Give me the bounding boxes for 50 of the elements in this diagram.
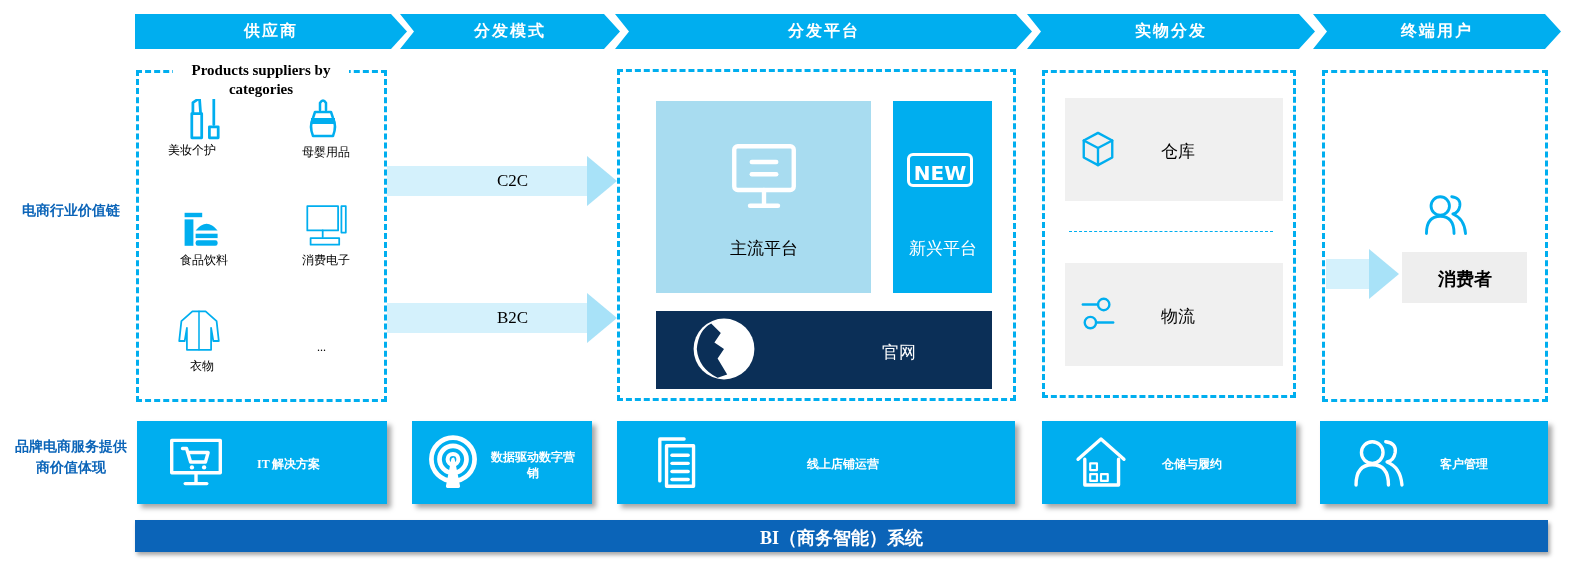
service-label: 仓储与履约 [1162,456,1223,472]
category-label: 食品饮料 [180,252,228,269]
dashed-frame [1322,70,1548,402]
row-heading: 品牌电商服务提供商价值体现 [14,438,128,477]
column-heading: 分发模式 [473,21,547,41]
system-bar [135,520,1548,552]
service-card [412,421,592,504]
service-card [617,421,1015,504]
arrow [387,293,617,343]
ellipsis: ... [317,340,326,355]
panel-label: 物流 [1161,306,1195,328]
column-heading: 终端用户 [1400,21,1474,41]
dashed-frame [617,69,1016,401]
row-heading: 电商行业价值链 [21,202,121,220]
platform-panel [893,101,992,293]
column-heading: 供应商 [242,21,299,41]
arrow [387,156,617,206]
chevron-banner [1027,14,1315,49]
user-label: 消费者 [1436,268,1493,291]
chevron-banner [615,14,1032,49]
category-label: 母婴用品 [302,144,350,161]
platform-name: 新兴平台 [907,238,978,260]
column-heading: 分发平台 [786,21,861,41]
service-label: 客户管理 [1440,456,1489,472]
panel-label: 仓库 [1161,141,1195,163]
edge-label: C2C [497,171,529,191]
service-label: 线上店铺运营 [807,456,880,472]
chevron-banner [1313,14,1561,49]
service-label: IT 解决方案 [257,456,322,472]
platform-name: 官网 [881,342,917,364]
category-label: 衣物 [190,358,214,375]
category-label: 美妆个护 [168,142,216,159]
service-label: 数据驱动数字营销 [490,449,576,481]
service-panel [1065,263,1283,366]
platform-panel [656,101,871,293]
service-card [1042,421,1296,504]
chevron-banner [400,14,620,49]
service-card [1320,421,1548,504]
platform-name: 主流平台 [728,238,799,260]
service-panel [1065,98,1283,201]
dashed-frame [1042,70,1296,398]
column-heading: 实物分发 [1134,21,1208,41]
service-card [137,421,387,504]
arrow [1326,249,1399,299]
new-tag: NEW [907,153,973,187]
system-label: BI（商务智能）系统 [759,527,924,550]
category-label: 消费电子 [302,252,350,269]
website-bar [656,311,992,389]
edge-label: B2C [497,308,529,328]
chevron-banner [135,14,407,49]
